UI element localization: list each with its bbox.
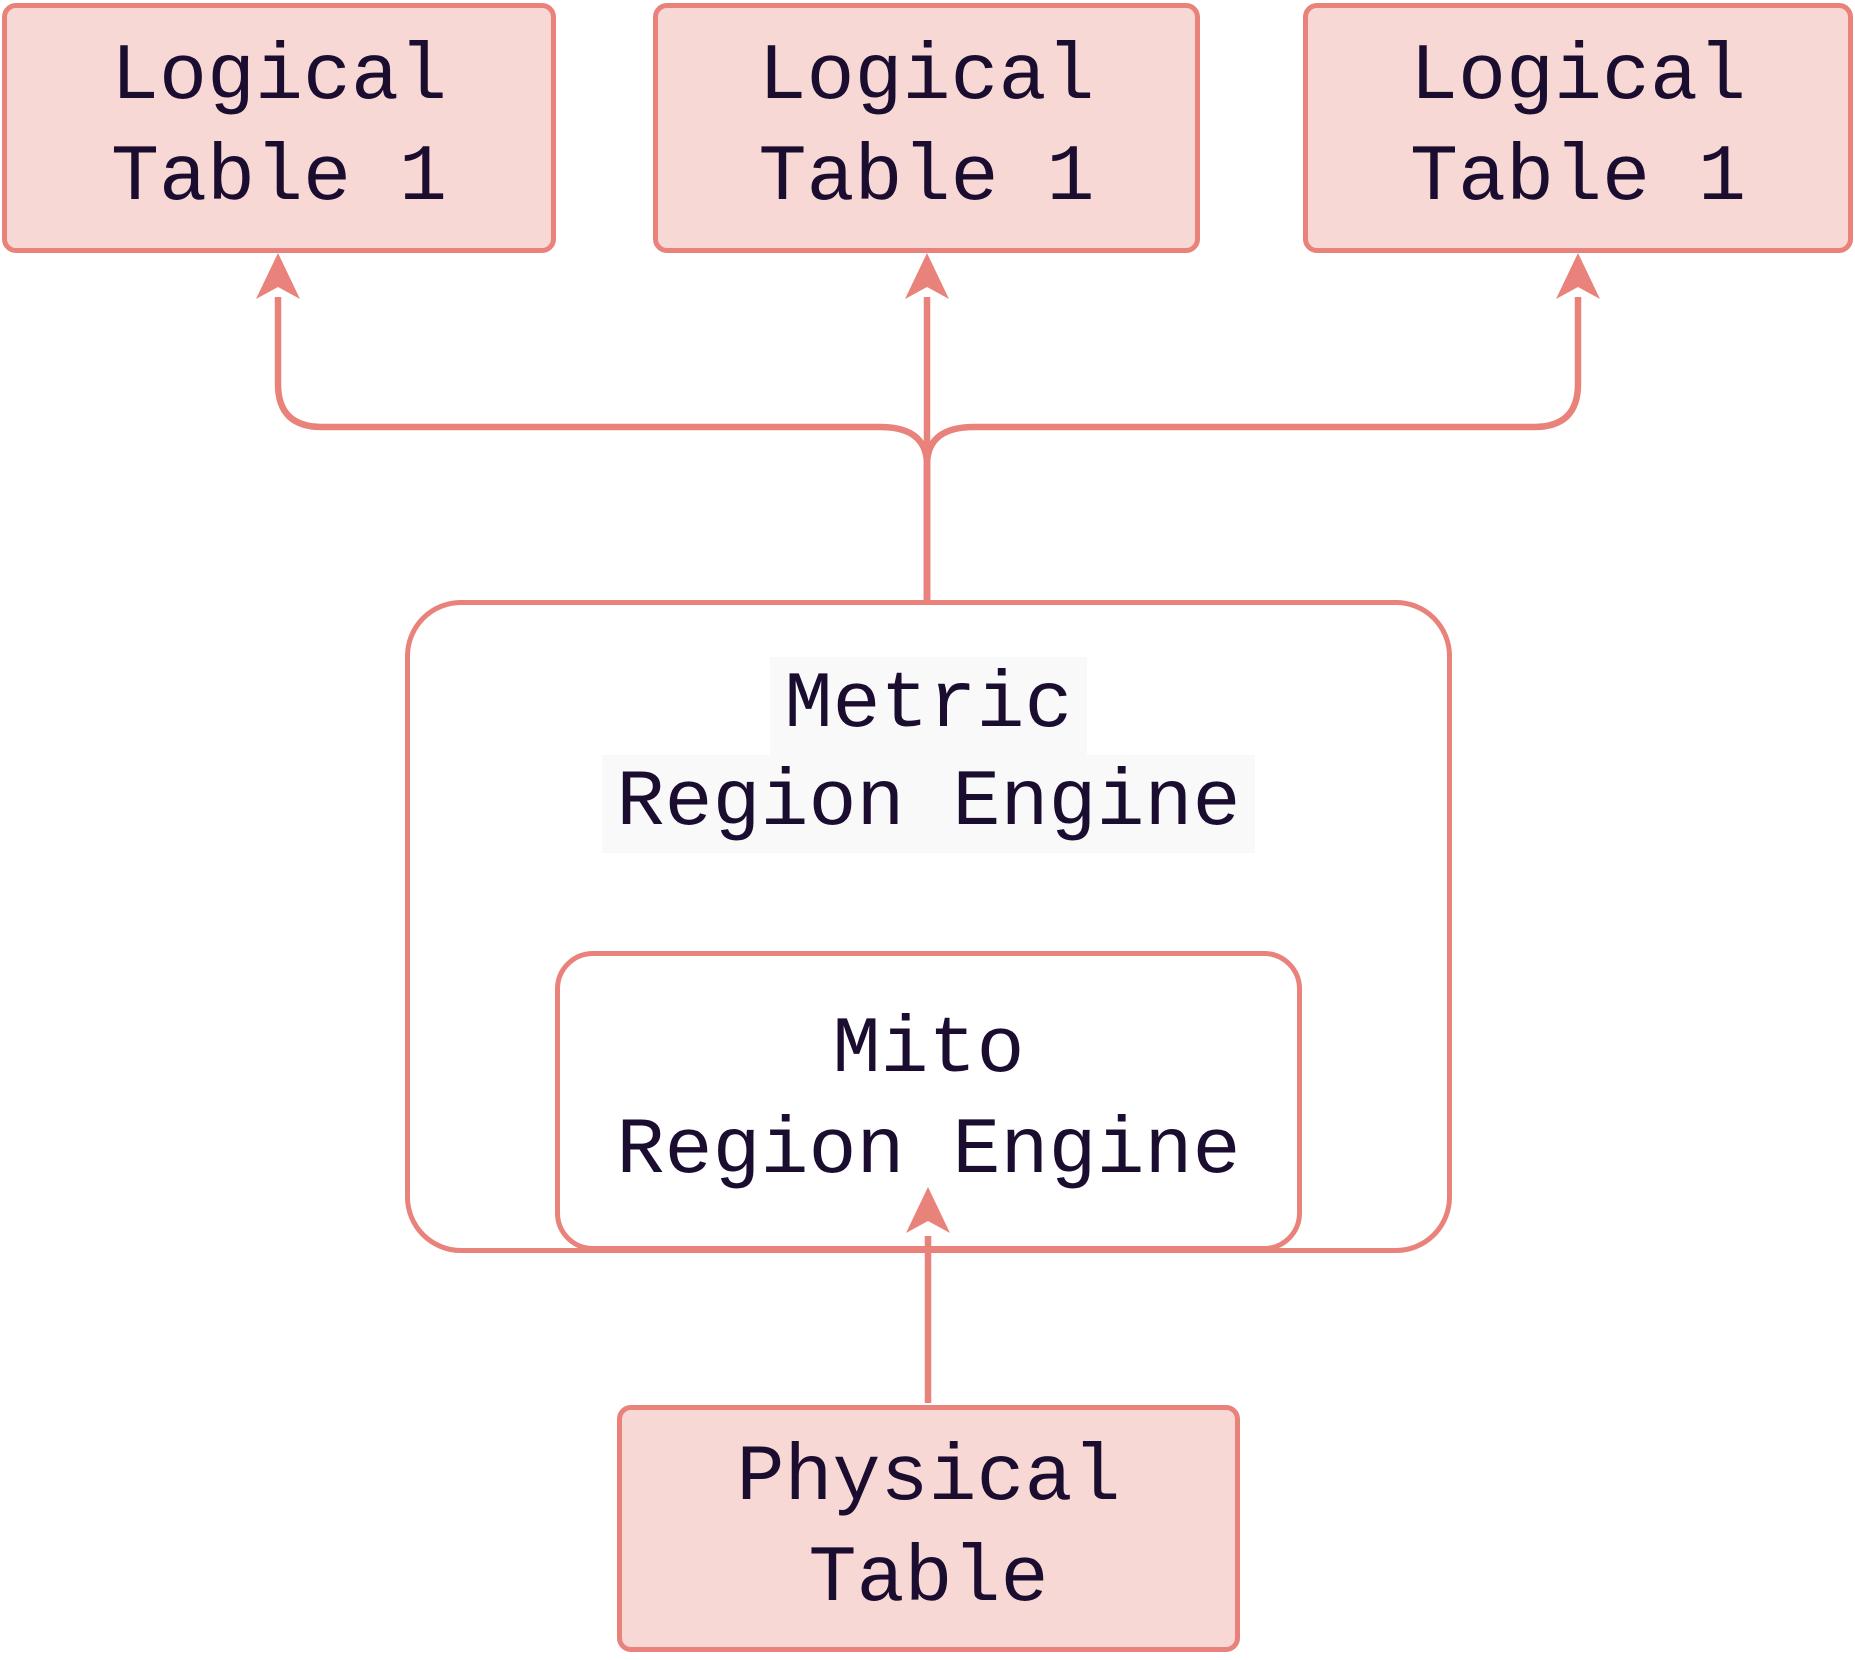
- node-label-line: Table 1: [758, 133, 1095, 224]
- metric-region-engine-label: Metric Region Engine: [602, 657, 1255, 853]
- node-logical-table-2: Logical Table 1: [653, 3, 1200, 253]
- node-logical-table-1: Logical Table 1: [2, 3, 556, 253]
- arrowhead-logical-1: [256, 253, 300, 299]
- arrow-metric-to-logical-3: [923, 297, 1582, 600]
- arrow-metric-to-logical-1: [274, 297, 931, 600]
- node-label-line: Metric: [770, 657, 1087, 755]
- node-label-line: Mito: [832, 1005, 1025, 1096]
- node-label-line: Region Engine: [616, 1106, 1241, 1197]
- node-label-line: Table 1: [110, 133, 448, 224]
- node-label-line: Table 1: [1409, 133, 1747, 224]
- node-label-line: Logical: [758, 32, 1095, 123]
- arrowhead-mito: [906, 1187, 950, 1233]
- arrowhead-logical-3: [1556, 253, 1600, 299]
- arrowhead-logical-2: [905, 253, 949, 299]
- node-label-line: Logical: [1409, 32, 1747, 123]
- node-label-line: Logical: [110, 32, 448, 123]
- node-logical-table-3: Logical Table 1: [1303, 3, 1853, 253]
- node-label-line: Region Engine: [602, 755, 1255, 853]
- node-label-line: Physical: [736, 1432, 1121, 1524]
- node-physical-table: Physical Table: [617, 1405, 1240, 1652]
- node-label-line: Table: [808, 1533, 1049, 1625]
